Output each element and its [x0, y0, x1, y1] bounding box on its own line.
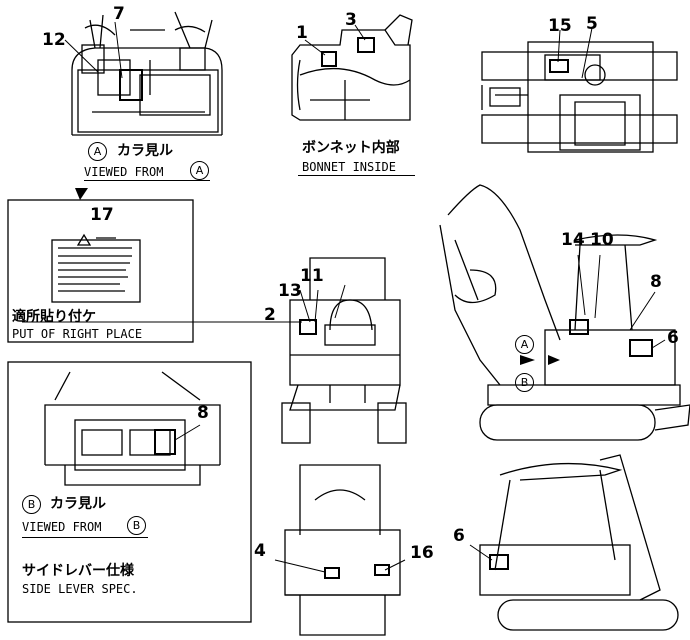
callout-12: 12: [42, 30, 66, 50]
warning-label-box: [7, 199, 194, 343]
view-b-caption-en: VIEWED FROM: [22, 520, 102, 534]
side-lever-caption-jp: サイドレバー仕様: [22, 563, 134, 579]
callout-7: 7: [113, 4, 125, 24]
side-view-marker-b: B: [515, 373, 534, 392]
front-view-drawing: [281, 257, 407, 444]
callout-8-side: 8: [650, 272, 662, 292]
callout-15: 15: [548, 16, 572, 36]
side-view-marker-a: A: [515, 335, 534, 354]
callout-16: 16: [410, 543, 434, 563]
view-b-underline: [22, 537, 148, 538]
view-a-caption-en: VIEWED FROM: [84, 165, 164, 179]
callout-5: 5: [586, 14, 598, 34]
callout-8-box: 8: [197, 403, 209, 423]
callout-4: 4: [254, 541, 266, 561]
view-a-underline: [84, 180, 210, 181]
view-b-marker: B: [22, 495, 41, 514]
callout-13: 13: [278, 281, 302, 301]
view-a-marker: A: [88, 142, 107, 161]
callout-17: 17: [90, 205, 114, 225]
view-b-caption-jp: カラ見ル: [50, 496, 106, 512]
callout-14: 14: [561, 230, 585, 250]
side-view-drawing: [439, 184, 690, 441]
callout-2: 2: [264, 305, 276, 325]
callout-3: 3: [345, 10, 357, 30]
bonnet-inside-drawing: [291, 14, 413, 121]
callout-6-bottom: 6: [453, 526, 465, 546]
callout-1: 1: [296, 23, 308, 43]
view-b-box: [7, 361, 252, 623]
side-lever-caption-en: SIDE LEVER SPEC.: [22, 582, 138, 596]
view-a-marker-end: A: [190, 161, 209, 180]
view-b-marker-end: B: [127, 516, 146, 535]
view-a-drawing: [71, 11, 223, 136]
callout-11: 11: [300, 266, 324, 286]
leader-lines: [22, 21, 666, 573]
bonnet-caption-en: BONNET INSIDE: [302, 160, 396, 174]
view-a-caption-jp: カラ見ル: [117, 143, 173, 159]
top-view-drawing: [481, 41, 678, 153]
bonnet-underline: [298, 175, 415, 176]
side-view-2-drawing: [479, 454, 679, 631]
rear-view-drawing: [284, 464, 401, 636]
label-box-caption-jp: 適所貼り付ケ: [12, 309, 96, 325]
callout-10: 10: [590, 230, 614, 250]
callout-6-side: 6: [667, 328, 679, 348]
bonnet-caption-jp: ボンネット内部: [302, 140, 400, 156]
label-box-caption-en: PUT OF RIGHT PLACE: [12, 327, 143, 341]
